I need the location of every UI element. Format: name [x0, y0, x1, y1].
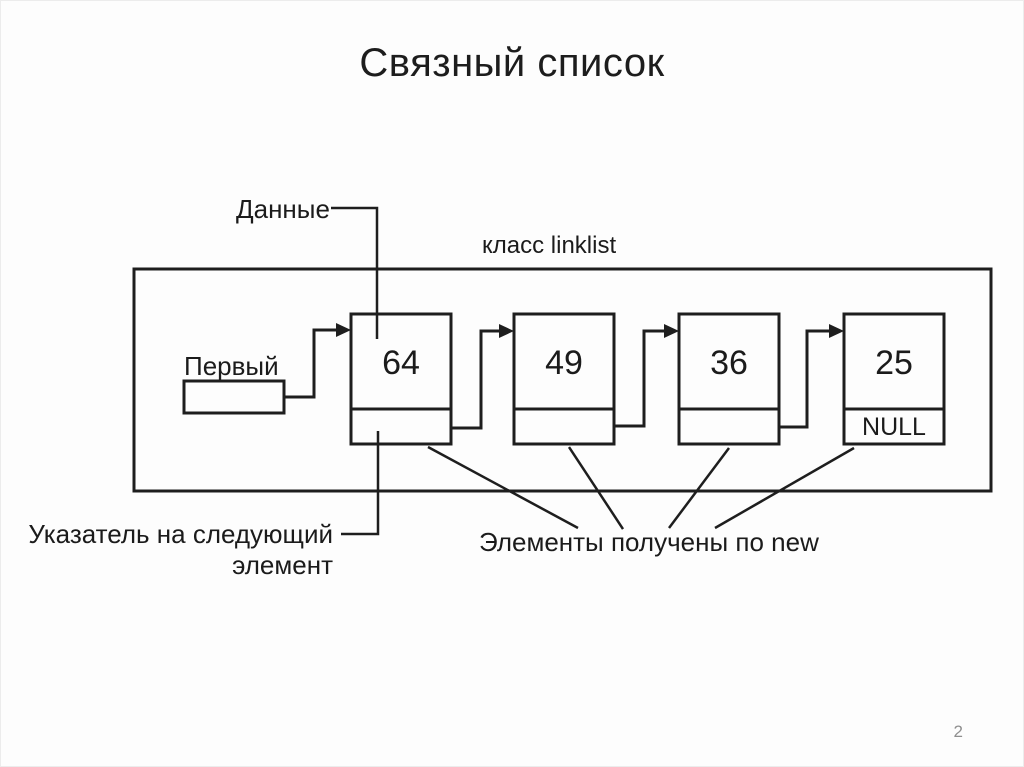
- node-value: 25: [875, 344, 913, 382]
- data-leader-line: [331, 206, 379, 339]
- arrowhead-icon: [829, 324, 844, 338]
- arrow-node3-to-node4: [779, 329, 831, 429]
- node-box: [677, 312, 781, 446]
- slide-title: Связный список: [359, 41, 665, 85]
- list-node-1: 64: [349, 312, 453, 446]
- new-leader-line-2: [567, 446, 625, 530]
- first-pointer-box: [182, 379, 286, 415]
- next-pointer-label-line1: Указатель на следующий: [28, 519, 333, 549]
- list-node-3: 36: [677, 312, 781, 446]
- node-box: [349, 312, 453, 446]
- class-label: класс linklist: [482, 232, 616, 259]
- list-node-4: 25 NULL: [842, 312, 946, 446]
- arrowhead-icon: [336, 323, 351, 337]
- new-elements-label: Элементы получены по new: [479, 527, 819, 557]
- node-value: 49: [545, 344, 583, 382]
- arrowhead-icon: [664, 324, 679, 338]
- next-pointer-label-line2: элемент: [232, 550, 333, 580]
- node-box: [512, 312, 616, 446]
- arrowhead-icon: [499, 324, 514, 338]
- arrow-first-to-node1: [284, 328, 338, 399]
- next-pointer-leader-line: [341, 431, 380, 536]
- node-value: 64: [382, 344, 420, 382]
- new-leader-line-1: [427, 445, 579, 530]
- node-null-pointer: NULL: [862, 413, 926, 441]
- new-leader-line-3: [668, 447, 730, 529]
- new-leader-line-4: [714, 446, 855, 530]
- node-value: 36: [710, 344, 748, 382]
- first-label: Первый: [184, 351, 279, 381]
- list-node-2: 49: [512, 312, 616, 446]
- page-number: 2: [953, 722, 963, 741]
- arrow-node1-to-node2: [451, 329, 501, 430]
- data-label: Данные: [236, 194, 330, 224]
- linklist-class-box: [132, 267, 993, 493]
- arrow-node2-to-node3: [614, 329, 666, 428]
- node-box: [842, 312, 946, 446]
